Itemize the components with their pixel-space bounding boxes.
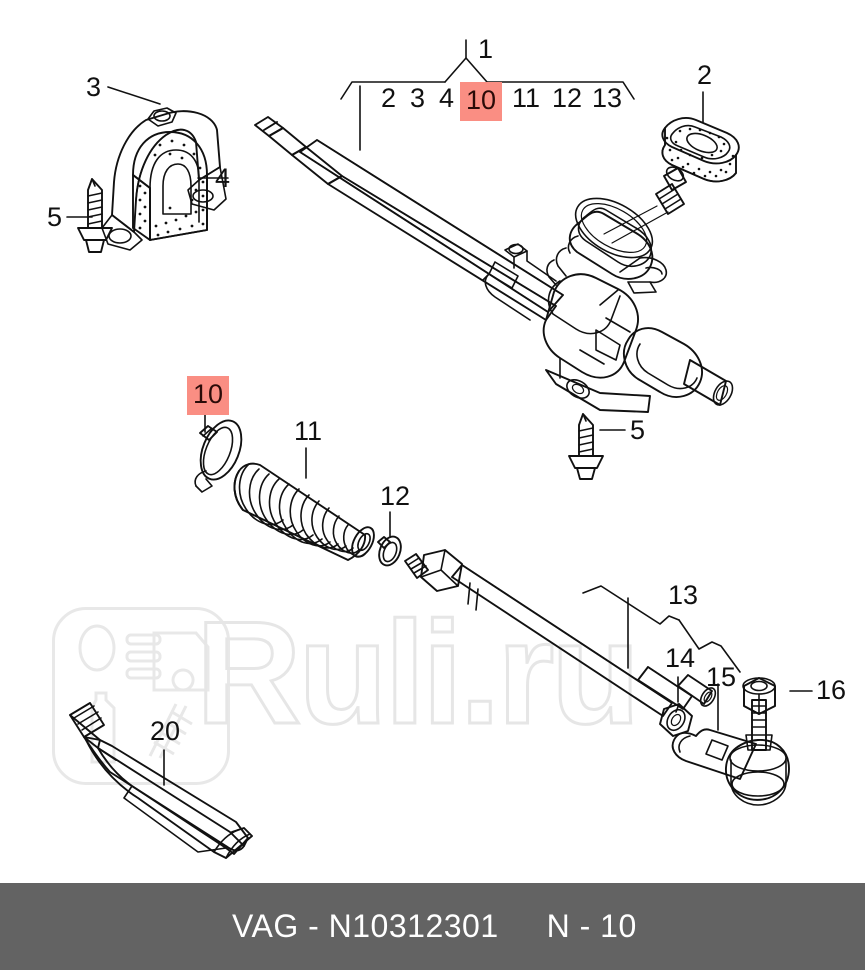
bracket-member-12: 12 — [552, 83, 583, 113]
footer-part-number: VAG - N10312301 — [232, 908, 499, 944]
part-grease-tube-20 — [70, 703, 252, 858]
callout-label-10-highlighted: 10 — [187, 376, 230, 415]
bracket-member-11: 11 — [512, 83, 541, 113]
bracket-member-2: 2 — [381, 83, 397, 113]
part-castle-nut-16 — [743, 678, 775, 714]
part-clamp-ring-12 — [375, 533, 405, 568]
callout-label-2: 2 — [697, 60, 713, 90]
bracket-member-10-highlighted: 10 — [460, 82, 503, 121]
callout-label-1: 1 — [478, 34, 494, 64]
assembly-bracket-lines — [341, 40, 634, 150]
part-tie-rod-end-15 — [673, 700, 789, 805]
callout-label-4: 4 — [215, 163, 231, 193]
leader-lines — [67, 87, 812, 785]
callout-label-13: 13 — [668, 580, 699, 610]
part-tie-rod-13 — [405, 550, 740, 716]
part-bolt-5-right — [569, 414, 603, 479]
footer-catalog-code: N - 10 — [546, 908, 637, 944]
callout-label-5-right: 5 — [630, 415, 646, 445]
callout-label-14: 14 — [665, 643, 696, 673]
part-clamp-ring-10 — [193, 415, 250, 492]
callout-label-15: 15 — [706, 662, 737, 692]
bracket-member-3: 3 — [410, 83, 426, 113]
callout-label-11: 11 — [294, 416, 323, 446]
callout-label-5-left: 5 — [47, 202, 63, 232]
callout-label-20: 20 — [150, 716, 181, 746]
part-lock-nut-14 — [660, 704, 692, 736]
part-steering-rack-1 — [255, 117, 736, 412]
callout-label-12: 12 — [380, 481, 411, 511]
part-bellows-boot-11 — [234, 464, 378, 561]
part-rubber-bushing-4 — [133, 132, 207, 240]
bracket-member-4: 4 — [439, 83, 455, 113]
callout-label-16: 16 — [816, 675, 847, 705]
callout-label-3: 3 — [86, 72, 102, 102]
parts-illustration — [0, 0, 865, 883]
part-oval-mount-2 — [662, 118, 738, 181]
footer-bar: VAG - N10312301 N - 10 — [0, 883, 865, 970]
bracket-member-13: 13 — [592, 83, 623, 113]
part-bolt-5-left — [78, 179, 112, 252]
